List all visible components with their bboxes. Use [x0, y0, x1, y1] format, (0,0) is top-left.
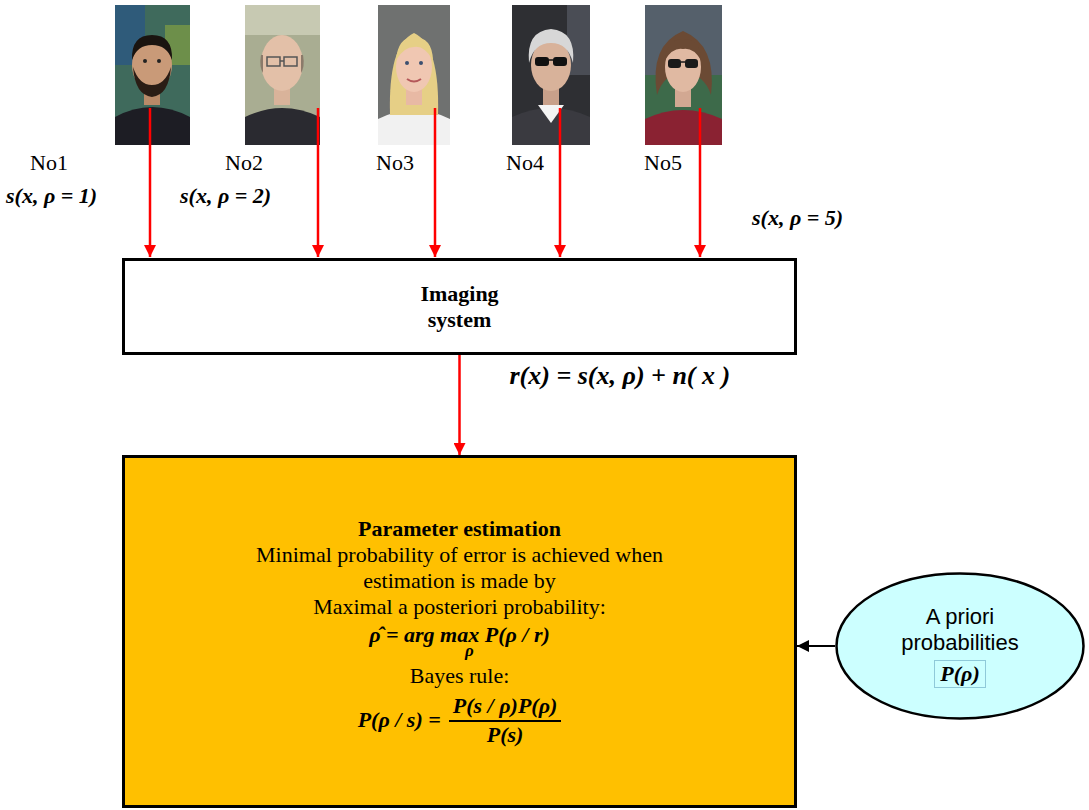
- face-photo: [419, 61, 423, 65]
- photo-number: No5: [644, 150, 682, 176]
- face-photo: [132, 35, 172, 60]
- edge-label: r(x) = s(x, ρ) + n( x ): [508, 361, 733, 391]
- face-photo: [512, 5, 590, 145]
- prior-ellipse: A priori probabilitiesP(ρ): [835, 572, 1085, 720]
- face-photo: [280, 60, 284, 62]
- face-photo: [645, 5, 722, 145]
- signal-label: s(x, ρ = 2): [180, 183, 271, 209]
- face-photo: [529, 29, 574, 63]
- face-photo: [115, 5, 190, 145]
- signal-label: s(x, ρ = 1): [6, 183, 97, 209]
- input-arrows: [149, 108, 152, 257]
- node-content: A priori probabilitiesP(ρ): [885, 604, 1035, 688]
- face-photo: [405, 61, 409, 65]
- face-photo: [512, 5, 590, 145]
- process-box: Imaging system: [122, 258, 797, 355]
- face-photo: [396, 37, 433, 60]
- input-arrows: [699, 108, 702, 257]
- ellipse-outline: [837, 574, 1084, 719]
- photo-number: No4: [506, 150, 544, 176]
- face-photo: [668, 59, 681, 68]
- face-photo: [245, 5, 320, 145]
- face-photo: [245, 108, 320, 145]
- face-photo: [390, 33, 438, 115]
- fraction: P(s / ρ)P(ρ)P(s): [449, 693, 562, 748]
- signal-arrow: [458, 355, 461, 455]
- face-photo: [133, 67, 171, 97]
- photo-number: No1: [30, 150, 68, 176]
- face-photo: [157, 59, 161, 63]
- box-title: Parameter estimation: [358, 516, 561, 542]
- photo-number: No2: [225, 150, 263, 176]
- face-photo: [301, 55, 304, 73]
- face-photo: [553, 57, 567, 66]
- ellipse-text: A priori probabilities: [885, 604, 1035, 656]
- face-photo: [267, 57, 280, 66]
- face-photo: [245, 5, 320, 35]
- formula: P(ρ): [934, 660, 985, 688]
- face-photo: [407, 79, 421, 82]
- box-text: Bayes rule:: [410, 663, 510, 689]
- box-text: Minimal probability of error is achieved…: [225, 542, 695, 594]
- formula: ρ̂ = arg max P(ρ / r): [369, 622, 550, 648]
- face-photo: [681, 61, 685, 63]
- face-photo: [645, 110, 722, 145]
- face-photo: [665, 39, 701, 60]
- face-photo: [535, 57, 549, 66]
- face-photo: [143, 59, 147, 63]
- input-arrows: [150, 108, 700, 257]
- prior-arrow: [797, 645, 835, 647]
- face-photo: [549, 59, 553, 61]
- face-photo: [378, 5, 450, 145]
- node-content: Imaging system: [405, 281, 515, 333]
- face-photo: [655, 31, 711, 95]
- box-title: Imaging system: [405, 281, 515, 333]
- face-photo: [378, 5, 450, 145]
- face-photo: [260, 55, 263, 73]
- face-photo: [261, 35, 303, 91]
- face-photo: [115, 107, 190, 145]
- formula-denominator: P(s): [487, 722, 524, 748]
- formula: P(ρ / s) =: [358, 707, 441, 733]
- face-photo: [245, 5, 320, 145]
- input-arrows: [317, 108, 320, 257]
- input-arrows: [434, 108, 437, 257]
- face-photo: [115, 5, 190, 145]
- formula-numerator: P(s / ρ)P(ρ): [449, 693, 562, 722]
- photo-number: No3: [376, 150, 414, 176]
- fraction-row: P(ρ / s) = P(s / ρ)P(ρ)P(s): [358, 693, 562, 748]
- formula-subscript: ρ: [465, 642, 474, 659]
- face-photo: [645, 5, 722, 145]
- input-arrows: [559, 108, 562, 257]
- box-text: Maximal a posteriori probability:: [313, 594, 606, 620]
- signal-label: s(x, ρ = 5): [752, 205, 843, 231]
- face-photo: [284, 57, 297, 66]
- node-content: Parameter estimationMinimal probability …: [225, 516, 695, 748]
- face-photo: [685, 59, 698, 68]
- estimation-box: Parameter estimationMinimal probability …: [122, 455, 797, 808]
- face-photo: [378, 110, 450, 145]
